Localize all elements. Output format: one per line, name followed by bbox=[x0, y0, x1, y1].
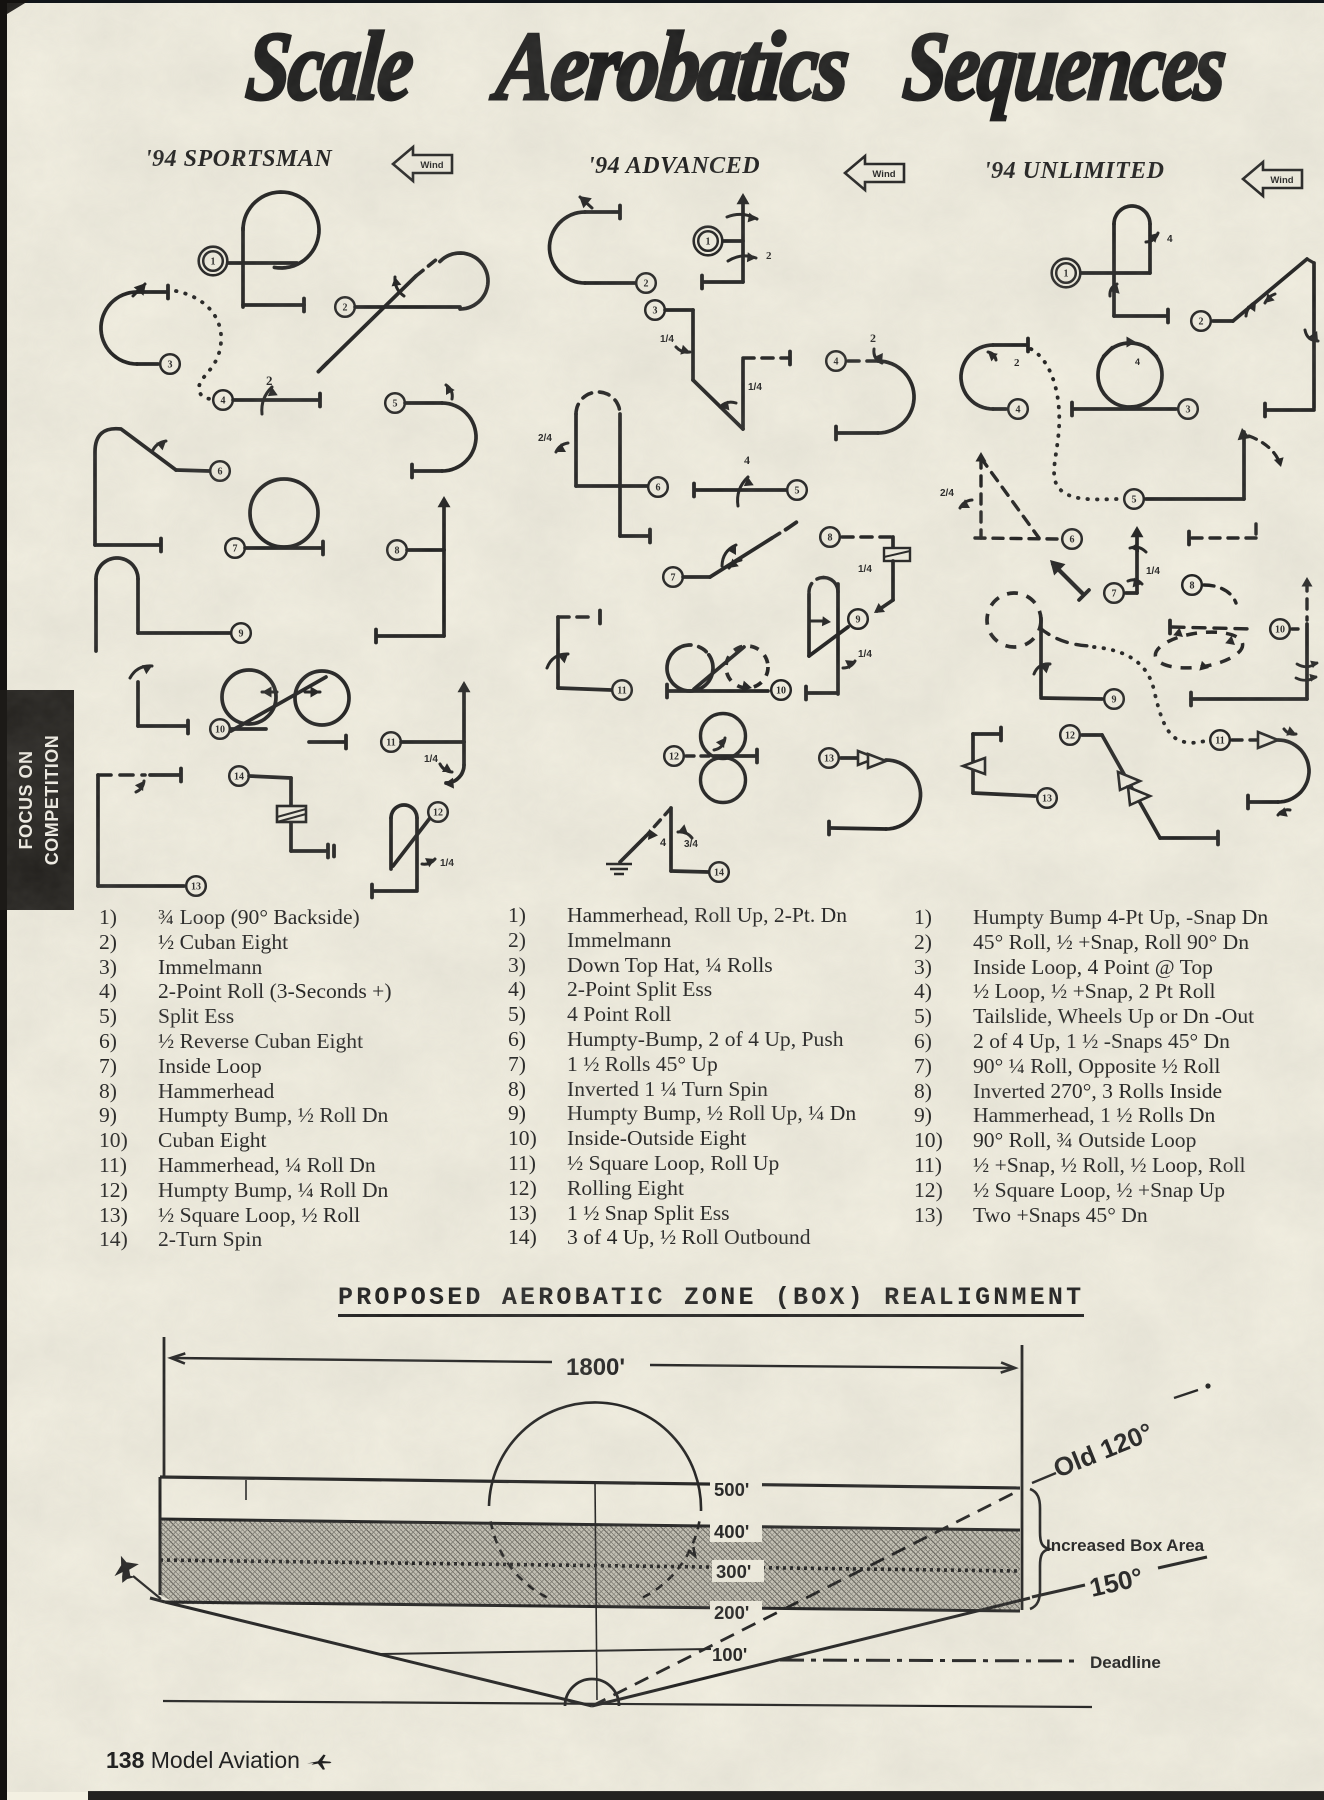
svg-text:1: 1 bbox=[706, 237, 711, 248]
svg-text:1/4: 1/4 bbox=[660, 334, 674, 345]
svg-text:100': 100' bbox=[712, 1644, 747, 1665]
svg-text:2: 2 bbox=[644, 279, 649, 290]
svg-text:11: 11 bbox=[617, 686, 626, 697]
svg-text:7: 7 bbox=[1112, 589, 1117, 600]
svg-text:6: 6 bbox=[1070, 535, 1075, 546]
svg-text:Deadline: Deadline bbox=[1090, 1653, 1161, 1672]
svg-text:1/4: 1/4 bbox=[858, 649, 872, 660]
svg-text:300': 300' bbox=[716, 1561, 751, 1582]
svg-text:500': 500' bbox=[714, 1479, 749, 1500]
svg-text:11: 11 bbox=[1215, 736, 1224, 747]
svg-text:Increased Box Area: Increased Box Area bbox=[1046, 1536, 1205, 1555]
svg-text:3/4: 3/4 bbox=[684, 839, 698, 850]
svg-text:1/4: 1/4 bbox=[424, 754, 438, 765]
svg-text:4: 4 bbox=[1016, 405, 1021, 416]
svg-text:5: 5 bbox=[795, 486, 800, 497]
svg-text:12: 12 bbox=[433, 808, 443, 819]
svg-text:13: 13 bbox=[191, 882, 201, 893]
svg-text:8: 8 bbox=[395, 546, 400, 557]
svg-text:14: 14 bbox=[234, 772, 244, 783]
svg-text:3: 3 bbox=[1186, 405, 1191, 416]
svg-text:4: 4 bbox=[1167, 234, 1173, 245]
svg-text:400': 400' bbox=[714, 1521, 749, 1542]
svg-text:1/4: 1/4 bbox=[858, 564, 872, 575]
svg-text:5: 5 bbox=[1132, 495, 1137, 506]
svg-text:150°: 150° bbox=[1087, 1562, 1146, 1603]
svg-text:10: 10 bbox=[776, 686, 786, 697]
svg-text:Wind: Wind bbox=[420, 160, 443, 171]
svg-text:4: 4 bbox=[834, 357, 839, 368]
svg-text:3: 3 bbox=[653, 306, 658, 317]
svg-text:10: 10 bbox=[1275, 625, 1285, 636]
svg-text:9: 9 bbox=[856, 615, 861, 626]
svg-text:9: 9 bbox=[239, 629, 244, 640]
svg-text:1: 1 bbox=[211, 257, 216, 268]
svg-text:14: 14 bbox=[714, 868, 724, 879]
svg-text:8: 8 bbox=[1190, 581, 1195, 592]
svg-text:2: 2 bbox=[870, 331, 876, 345]
svg-text:10: 10 bbox=[215, 725, 225, 736]
svg-text:13: 13 bbox=[824, 754, 834, 765]
svg-text:4: 4 bbox=[221, 396, 226, 407]
svg-text:7: 7 bbox=[671, 573, 676, 584]
svg-text:4: 4 bbox=[660, 837, 667, 849]
svg-text:4: 4 bbox=[1135, 357, 1140, 367]
svg-text:1/4: 1/4 bbox=[748, 382, 762, 393]
svg-text:8: 8 bbox=[828, 533, 833, 544]
svg-text:6: 6 bbox=[218, 467, 223, 478]
svg-text:12: 12 bbox=[669, 752, 679, 763]
svg-text:9: 9 bbox=[1112, 695, 1117, 706]
svg-text:1: 1 bbox=[1064, 269, 1069, 280]
svg-text:3: 3 bbox=[168, 360, 173, 371]
svg-text:12: 12 bbox=[1065, 731, 1075, 742]
svg-text:2: 2 bbox=[766, 250, 772, 262]
svg-text:Old 120°: Old 120° bbox=[1049, 1417, 1157, 1484]
svg-text:Wind: Wind bbox=[872, 169, 895, 180]
svg-text:Wind: Wind bbox=[1270, 175, 1293, 186]
svg-text:2/4: 2/4 bbox=[940, 488, 954, 499]
svg-text:6: 6 bbox=[656, 483, 661, 494]
svg-text:4: 4 bbox=[744, 453, 750, 467]
svg-text:2: 2 bbox=[343, 303, 348, 314]
svg-text:1/4: 1/4 bbox=[440, 858, 454, 869]
svg-text:11: 11 bbox=[386, 738, 395, 749]
svg-text:200': 200' bbox=[714, 1602, 749, 1623]
svg-text:1/4: 1/4 bbox=[1146, 566, 1160, 577]
svg-text:5: 5 bbox=[393, 399, 398, 410]
svg-text:2/4: 2/4 bbox=[538, 433, 552, 444]
svg-text:13: 13 bbox=[1042, 794, 1052, 805]
svg-text:1800': 1800' bbox=[566, 1354, 625, 1381]
svg-text:7: 7 bbox=[233, 544, 238, 555]
svg-text:2: 2 bbox=[1014, 357, 1020, 369]
svg-text:2: 2 bbox=[1199, 317, 1204, 328]
